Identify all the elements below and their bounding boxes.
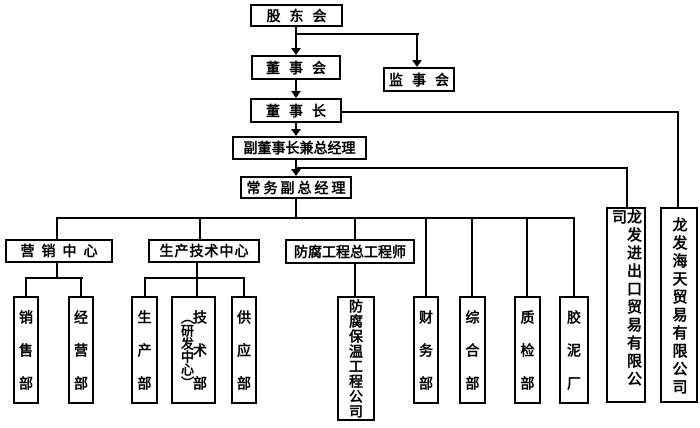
org-node-label: 技术部: [192, 310, 208, 409]
org-node-label: 销售部: [18, 310, 34, 409]
connector-line: [196, 277, 198, 296]
connector-line: [295, 80, 297, 92]
org-node-label: 生产技术中心: [159, 243, 250, 259]
org-node-cement-factory: 胶泥厂: [559, 296, 589, 409]
connector-line: [425, 217, 427, 296]
connector-line: [295, 33, 419, 35]
connector-line: [56, 217, 58, 240]
org-node-label: 综合部: [464, 310, 481, 409]
connector-line: [56, 262, 58, 278]
connector-line: [56, 217, 575, 219]
org-node-supervisory-board: 监事会: [383, 67, 455, 92]
connector-line: [295, 159, 297, 170]
connector-line: [25, 277, 27, 296]
connector-line: [296, 167, 628, 169]
connector-line: [626, 167, 628, 207]
org-node-exec-deputy-gm: 常务副总经理: [240, 176, 352, 199]
org-node-general-dept: 综合部: [459, 296, 486, 409]
connector-line: [677, 111, 679, 207]
org-node-label: 生产部: [136, 310, 153, 409]
org-node-quality-dept: 质检部: [514, 296, 541, 409]
connector-line: [144, 277, 245, 279]
arrowhead-down-icon: [291, 91, 301, 98]
connector-line: [25, 277, 83, 279]
org-node-shareholders: 股东会: [250, 4, 343, 27]
connector-line: [199, 217, 201, 240]
org-node-prod-tech-center: 生产技术中心: [148, 239, 260, 263]
org-node-label: 董事长: [266, 102, 335, 119]
org-node-label: 财务部: [418, 310, 434, 409]
org-node-label: 龙发进出口贸易有限公司: [610, 209, 642, 389]
org-node-chief-engineer: 防腐工程总工程师: [285, 239, 415, 264]
org-node-label: 防腐工程总工程师: [294, 243, 406, 260]
org-node-anticorrosion-company: 防腐保温工程公司: [337, 296, 375, 421]
connector-line: [243, 277, 245, 296]
org-node-chairman: 董事长: [250, 98, 342, 123]
org-node-label: 常务副总经理: [246, 179, 349, 196]
org-node-sublabel: （研发中心）: [179, 311, 194, 389]
org-node-finance-dept: 财务部: [413, 296, 439, 409]
org-node-business-dept: 经营部: [68, 296, 94, 409]
org-node-import-export-company: 龙发进出口贸易有限公司: [606, 207, 646, 403]
org-node-vice-chairman-gm: 副董事长兼总经理: [232, 136, 367, 160]
arrowhead-down-icon: [291, 169, 301, 176]
org-node-label: 监事会: [389, 71, 458, 88]
arrowhead-down-icon: [291, 129, 301, 136]
connector-line: [354, 217, 356, 240]
connector-line: [144, 277, 146, 296]
connector-line: [295, 26, 297, 35]
org-node-label: 营销中心: [20, 243, 105, 259]
org-node-tech-dept: （研发中心）技术部: [171, 296, 216, 409]
connector-line: [295, 33, 297, 49]
org-node-supply-dept: 供应部: [231, 296, 257, 409]
org-node-label: 质检部: [519, 310, 536, 409]
org-node-label: 防腐保温工程公司: [348, 299, 364, 419]
org-node-label: 胶泥厂: [566, 310, 582, 409]
org-node-label: 供应部: [236, 310, 252, 409]
connector-line: [471, 217, 473, 296]
connector-line: [295, 122, 297, 130]
org-node-label: 龙发海天贸易有限公司: [670, 216, 688, 397]
org-node-haitian-trade-company: 龙发海天贸易有限公司: [660, 207, 698, 403]
connector-line: [416, 33, 418, 61]
org-node-label: 副董事长兼总经理: [243, 140, 356, 156]
connector-line: [573, 217, 575, 296]
connector-line: [295, 198, 297, 219]
org-node-production-dept: 生产部: [131, 296, 158, 409]
connector-line: [341, 111, 679, 113]
org-node-marketing-center: 营销中心: [5, 239, 113, 263]
connector-line: [526, 217, 528, 296]
connector-line: [354, 263, 356, 296]
org-node-board-of-directors: 董事会: [251, 55, 341, 80]
org-node-label: 董事会: [266, 59, 335, 76]
org-node-label: 经营部: [73, 310, 89, 409]
org-node-sales-dept: 销售部: [13, 296, 39, 409]
connector-line: [196, 262, 198, 278]
org-node-label: 股东会: [266, 7, 336, 24]
arrowhead-down-icon: [412, 60, 422, 67]
arrowhead-down-icon: [291, 48, 301, 55]
connector-line: [80, 277, 82, 296]
